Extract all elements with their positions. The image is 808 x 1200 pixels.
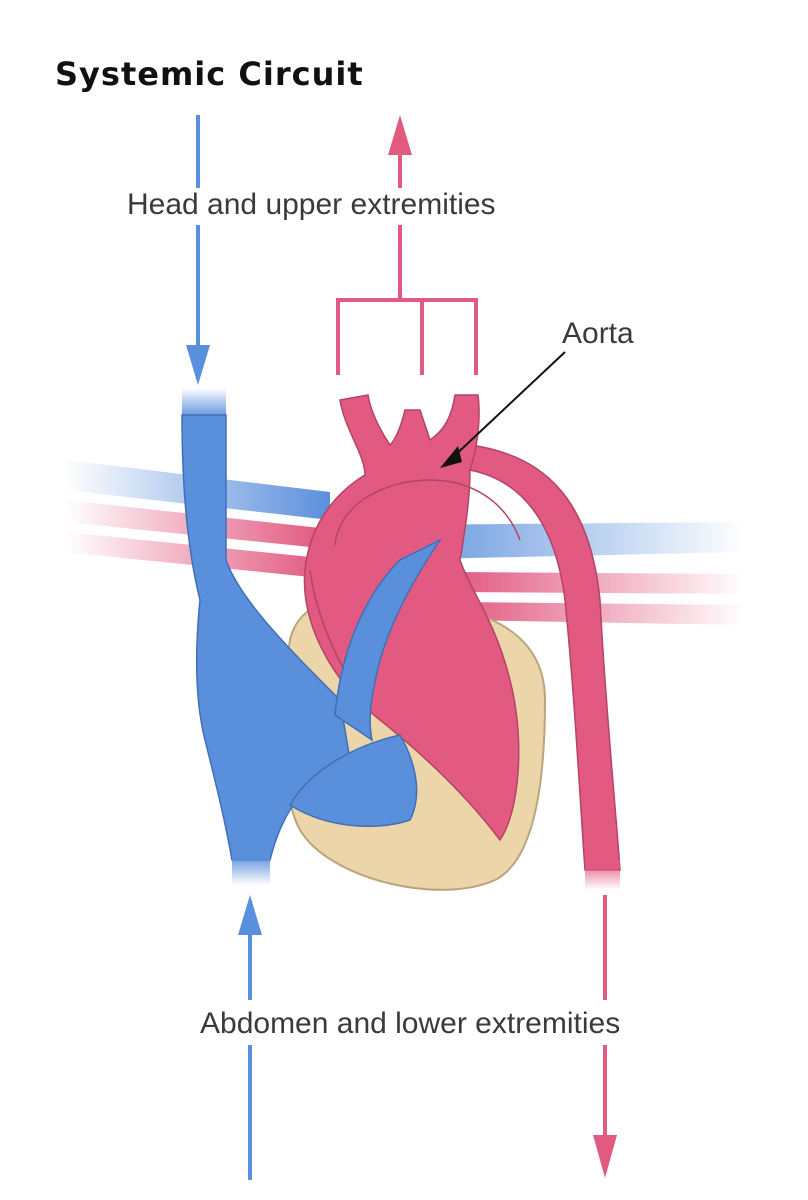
venous-inflow-lower xyxy=(238,895,262,1180)
arterial-outflow-lower xyxy=(593,895,617,1178)
arrow-down-icon xyxy=(593,1135,617,1178)
venous-inflow-upper xyxy=(186,115,210,385)
aorta-pointer xyxy=(440,351,566,468)
arrow-up-icon xyxy=(238,895,262,935)
label-abdomen-lower-extremities: Abdomen and lower extremities xyxy=(200,1007,620,1040)
arterial-outflow-upper xyxy=(336,115,478,375)
label-head-upper-extremities: Head and upper extremities xyxy=(127,188,496,221)
diagram-title: Systemic Circuit xyxy=(55,55,364,93)
descending-aorta xyxy=(469,444,621,890)
arrow-pointer-icon xyxy=(440,446,462,468)
arrow-up-icon xyxy=(388,115,412,155)
aortic-arch xyxy=(303,394,521,842)
label-aorta: Aorta xyxy=(562,317,634,350)
vena-cava xyxy=(181,388,351,885)
right-ventricle xyxy=(288,538,443,827)
arrow-down-icon xyxy=(186,345,210,385)
right-horizontal-vessels xyxy=(380,522,745,625)
